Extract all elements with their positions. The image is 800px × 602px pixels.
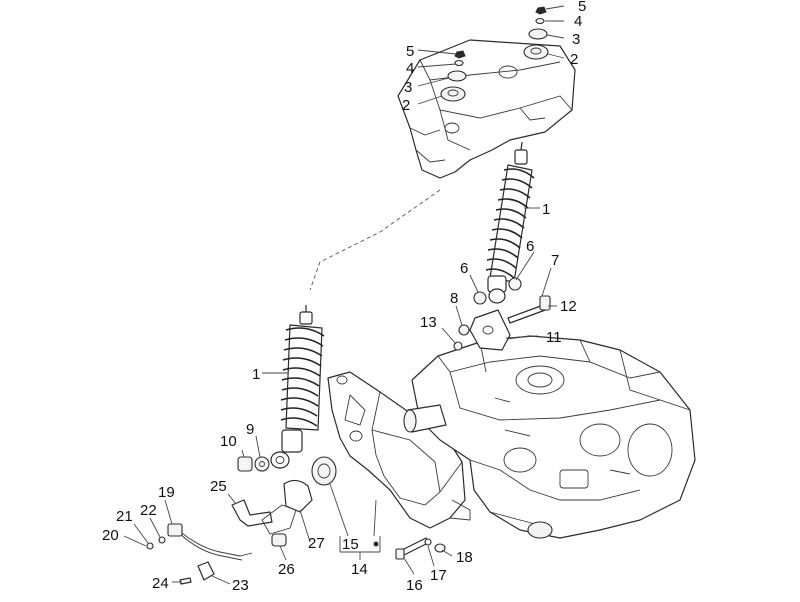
callout-18: 18 — [456, 549, 473, 566]
callout-6: 6 — [460, 260, 468, 277]
hose-clip-25 — [231, 499, 273, 527]
callout-23: 23 — [232, 577, 249, 594]
callout-27: 27 — [308, 535, 325, 552]
bolt-16-17-18 — [395, 537, 446, 560]
callout-21: 21 — [116, 508, 133, 525]
callout-24: 24 — [152, 575, 169, 592]
mount-bracket-11 — [469, 309, 511, 351]
callout-3: 3 — [404, 79, 412, 96]
callout-8: 8 — [450, 290, 458, 307]
callout-6: 6 — [526, 238, 534, 255]
callout-25: 25 — [210, 478, 227, 495]
callout-10: 10 — [220, 433, 237, 450]
cable-harness — [167, 523, 253, 581]
assembly-guide-line — [309, 189, 441, 291]
callout-9: 9 — [246, 421, 254, 438]
callout-11: 11 — [546, 329, 562, 346]
callout-20: 20 — [102, 527, 119, 544]
washer-9-nut-10 — [237, 456, 270, 472]
callout-22: 22 — [140, 502, 157, 519]
mount-washer-stack-right — [523, 6, 549, 60]
bushing-6 — [473, 277, 522, 305]
shock-absorber-right — [485, 141, 535, 304]
callout-3: 3 — [572, 31, 580, 48]
leader-lines — [123, 5, 565, 585]
callout-12: 12 — [560, 298, 577, 315]
callout-2: 2 — [402, 97, 410, 114]
swing-arm-plate — [327, 371, 471, 529]
clamp-26 — [271, 533, 287, 547]
screws-20-24 — [146, 536, 192, 585]
mount-washer-stack-left — [440, 50, 467, 102]
callout-4: 4 — [406, 60, 414, 77]
shock-absorber-left — [270, 305, 325, 469]
callout-5: 5 — [578, 0, 586, 15]
callout-1: 1 — [542, 201, 550, 218]
callout-15: 15 — [342, 536, 359, 553]
callout-19: 19 — [158, 484, 175, 501]
callout-5: 5 — [406, 43, 414, 60]
callout-16: 16 — [406, 577, 423, 594]
reference-dot — [373, 541, 379, 547]
callout-2: 2 — [570, 51, 578, 68]
callout-4: 4 — [574, 13, 582, 30]
bolt-12 — [507, 295, 551, 324]
engine-block — [403, 335, 696, 539]
callout-1: 1 — [252, 366, 260, 383]
callout-26: 26 — [278, 561, 295, 578]
callout-labels: 5 4 3 2 5 4 3 2 1 6 6 7 8 12 13 11 1 10 … — [102, 0, 586, 594]
sensor-bracket — [261, 479, 313, 535]
callout-13: 13 — [420, 314, 437, 331]
callout-14: 14 — [351, 561, 368, 578]
frame-bracket — [397, 39, 576, 179]
callout-17: 17 — [430, 567, 447, 584]
callout-7: 7 — [551, 252, 559, 269]
bearing-seal — [311, 456, 337, 486]
